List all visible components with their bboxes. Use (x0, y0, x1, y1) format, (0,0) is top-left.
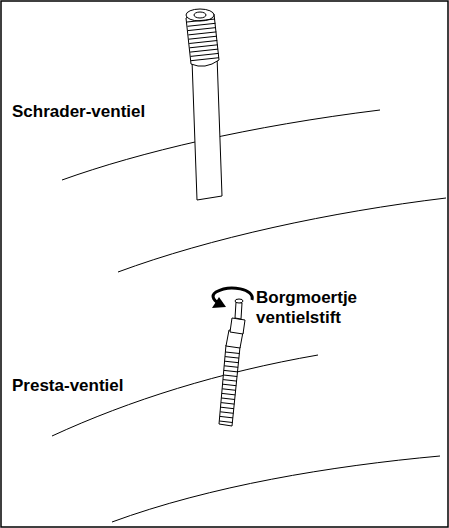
thread-line (221, 403, 234, 405)
thread-line (189, 36, 217, 39)
thread-line (222, 389, 235, 391)
thread-line (191, 58, 219, 61)
thread-line (189, 41, 217, 44)
tyre-line (112, 456, 440, 522)
thread-line (220, 416, 233, 418)
thread-line (224, 366, 238, 368)
tyre-line (52, 355, 318, 436)
thread-line (222, 393, 235, 395)
thread-line (222, 398, 235, 400)
tyre-line (118, 198, 446, 272)
thread-line (220, 421, 233, 423)
schrader-valve (186, 9, 222, 200)
thread-line (221, 407, 234, 409)
thread-line (187, 19, 215, 22)
part-label: Presta-ventiel (12, 376, 172, 396)
thread-line (223, 380, 237, 382)
thread-line (191, 53, 219, 56)
presta-valve (219, 299, 245, 426)
thread-line (226, 352, 240, 354)
thread-line (220, 412, 233, 414)
thread-line (187, 23, 215, 26)
thread-line (190, 45, 218, 48)
part-label: Borgmoertje ventielstift (256, 288, 376, 328)
thread-line (188, 28, 216, 31)
arrow-head (212, 297, 226, 308)
thread-line (225, 357, 239, 359)
thread-line (225, 361, 239, 363)
part-label: Schrader-ventiel (12, 102, 172, 122)
thread-line (224, 375, 238, 377)
thread-line (223, 384, 237, 386)
thread-line (224, 370, 238, 372)
thread-line (190, 49, 218, 52)
thread-line (188, 32, 216, 35)
